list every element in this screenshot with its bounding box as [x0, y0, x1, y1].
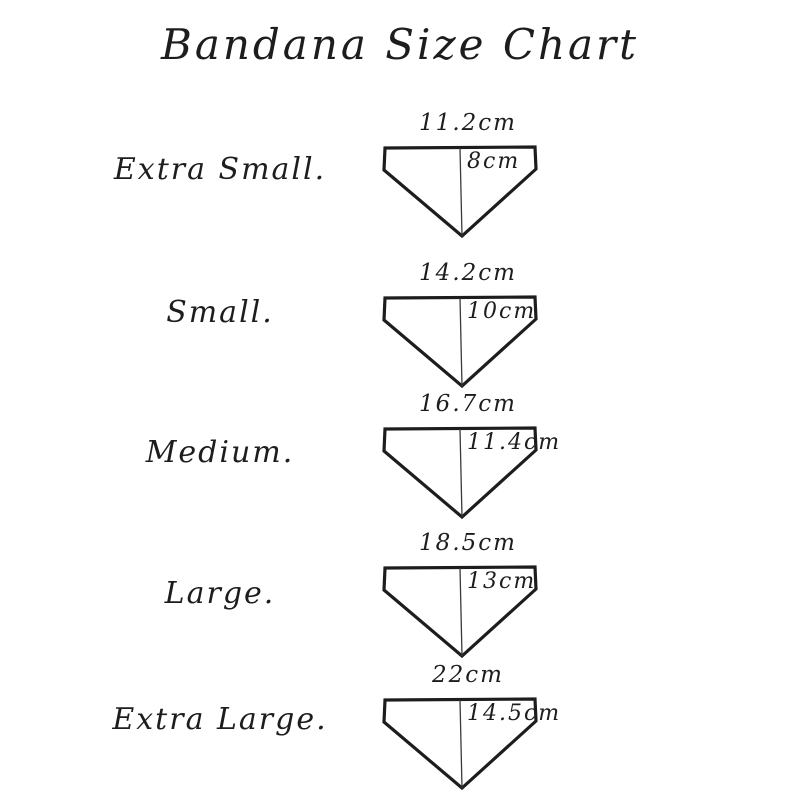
bandana-shape-icon [382, 426, 538, 520]
size-label: Extra Small. [113, 152, 327, 187]
bandana-outline [382, 697, 538, 791]
height-measurement: 14.5cm [467, 701, 562, 726]
height-measurement: 10cm [467, 299, 537, 324]
size-label: Extra Large. [112, 702, 328, 737]
height-measurement: 11.4cm [467, 430, 562, 455]
bandana-shape-icon [382, 145, 538, 239]
width-measurement: 16.7cm [419, 391, 517, 417]
height-measure-line [459, 428, 463, 518]
size-label: Medium. [145, 435, 295, 470]
height-measure-line [459, 147, 463, 237]
size-row-extra-small: Extra Small. 11.2cm 8cm [0, 108, 800, 253]
bandana-outline [382, 426, 538, 520]
width-measurement: 14.2cm [419, 260, 517, 286]
width-measurement: 18.5cm [419, 530, 517, 556]
bandana-shape-icon [382, 295, 538, 389]
width-measurement: 11.2cm [419, 110, 517, 136]
bandana-shape-icon [382, 565, 538, 659]
bandana-outline [382, 565, 538, 659]
page-title: Bandana Size Chart [160, 20, 640, 69]
size-row-small: Small. 14.2cm 10cm [0, 258, 800, 403]
size-row-extra-large: Extra Large. 22cm 14.5cm [0, 660, 800, 800]
size-row-medium: Medium. 16.7cm 11.4cm [0, 389, 800, 534]
size-label: Large. [164, 576, 276, 611]
width-measurement: 22cm [432, 662, 504, 688]
height-measurement: 13cm [467, 569, 537, 594]
height-measure-line [459, 297, 463, 387]
height-measurement: 8cm [467, 149, 521, 174]
bandana-outline [382, 295, 538, 389]
size-row-large: Large. 18.5cm 13cm [0, 528, 800, 673]
height-measure-line [459, 567, 463, 657]
bandana-outline [382, 145, 538, 239]
height-measure-line [459, 699, 463, 789]
bandana-shape-icon [382, 697, 538, 791]
size-label: Small. [166, 295, 274, 330]
